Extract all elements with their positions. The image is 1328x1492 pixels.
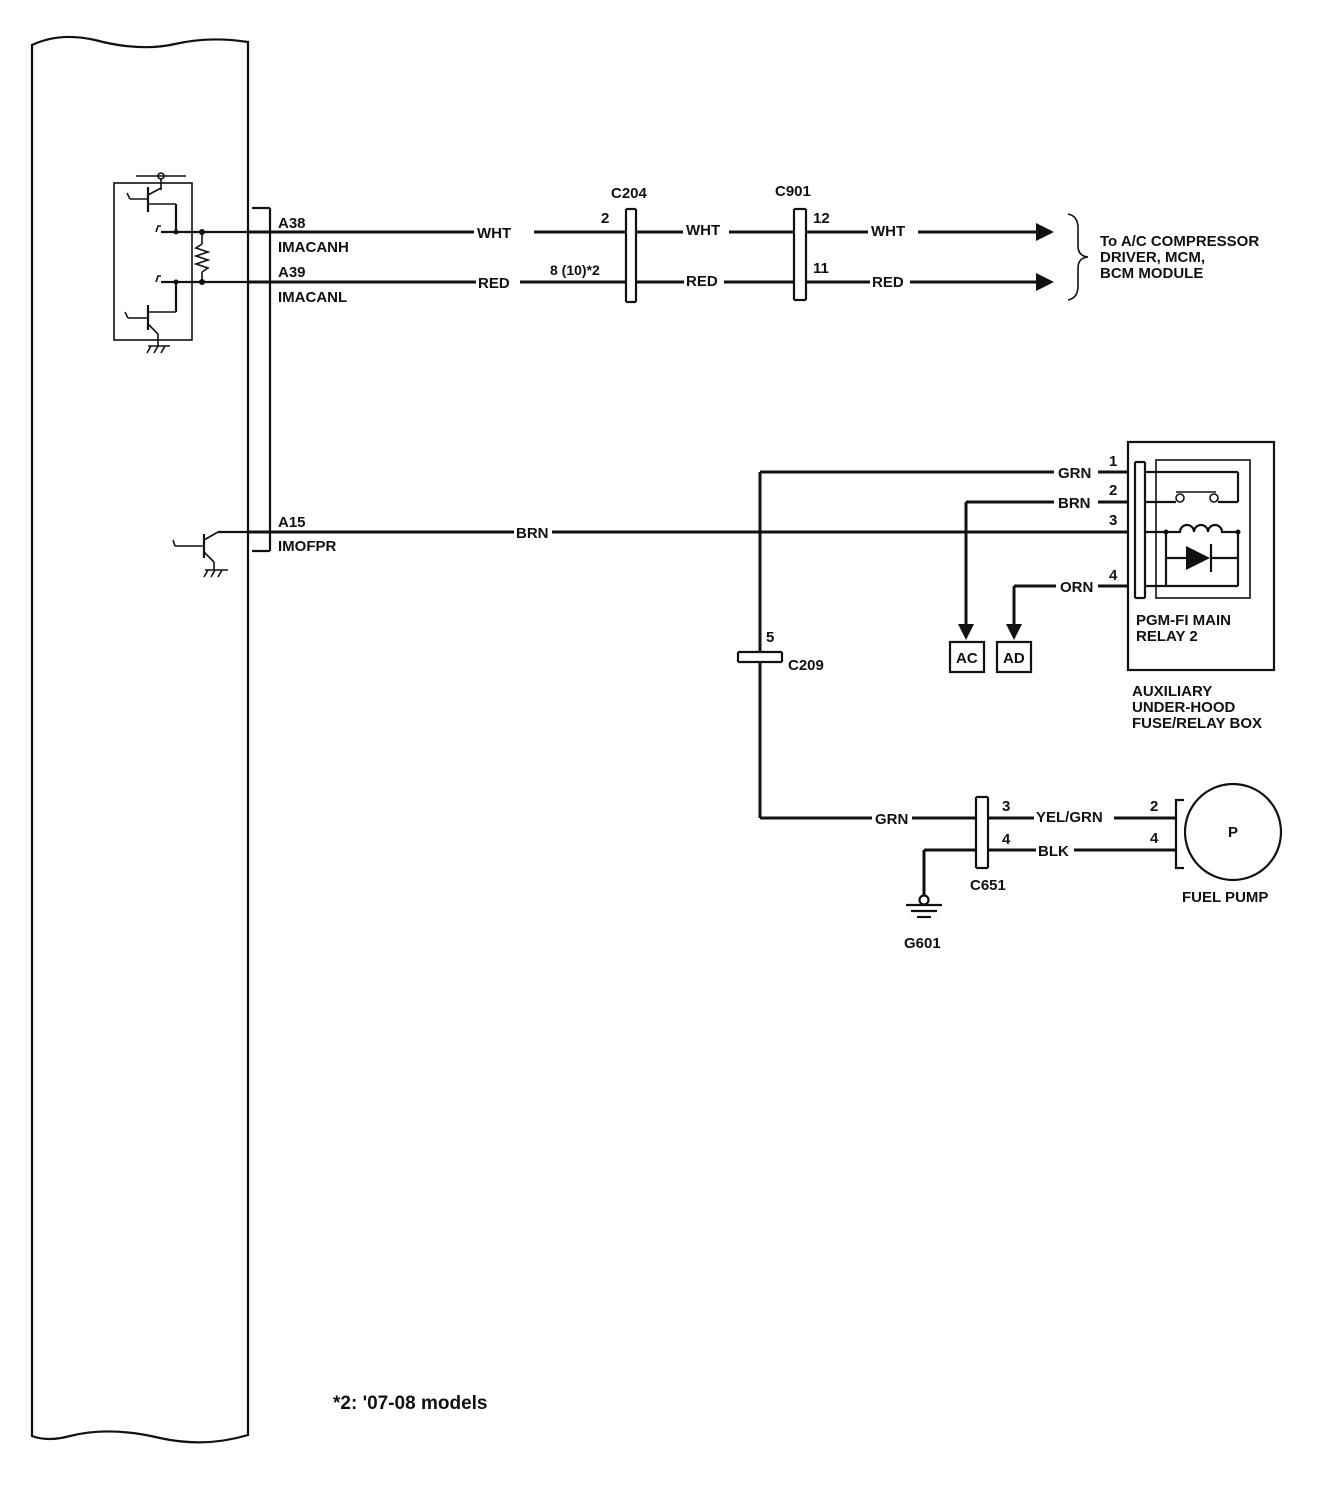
wire-color-label: YEL/GRN	[1036, 809, 1103, 826]
connector-pin-label: 2	[601, 210, 609, 227]
wire-color-label: WHT	[477, 225, 511, 242]
relay-pin-label: 4	[1109, 567, 1118, 584]
destination-line3: BCM MODULE	[1100, 265, 1203, 282]
connector-c204-label: C204	[611, 185, 648, 202]
terminal-ac	[948, 640, 986, 674]
termination-resistor-icon	[193, 232, 211, 282]
relay-pin-label: 3	[1109, 512, 1117, 529]
wire-color-label: BRN	[516, 525, 549, 542]
connector-pin-label: 3	[1002, 798, 1010, 815]
signal-imacanh-label: IMACANH	[278, 239, 349, 256]
terminal-ad-label: AD	[1003, 650, 1025, 667]
relay-switch-icon	[1145, 470, 1240, 504]
relay-name-line1: PGM-FI MAIN	[1136, 612, 1231, 629]
fpr-driver-transistor-icon	[172, 530, 248, 578]
signal-imacanl-label: IMACANL	[278, 289, 347, 306]
wire-color-label: GRN	[1058, 465, 1091, 482]
ground-icon	[906, 894, 942, 919]
wire-can-high	[248, 223, 1054, 241]
relay-diode-icon	[1166, 544, 1238, 572]
wire-color-label: ORN	[1060, 579, 1093, 596]
pin-a39-label: A39	[278, 264, 306, 281]
pin-a15-label: A15	[278, 514, 306, 531]
arrow-right-icon	[1036, 223, 1054, 241]
connector-pin-label: 12	[813, 210, 830, 227]
fuse-box-line2: UNDER-HOOD	[1132, 699, 1235, 716]
ecm-connector-bracket	[252, 206, 272, 553]
connector-pin-label: 8 (10)*2	[550, 262, 600, 278]
pump-pin-label: 2	[1150, 798, 1158, 815]
can-transceiver-box	[113, 172, 248, 354]
wire-relay-to-ad	[1006, 584, 1128, 640]
connector-c901	[792, 207, 808, 302]
arrow-down-icon	[1006, 624, 1022, 640]
fuse-box-line1: AUXILIARY	[1132, 683, 1212, 700]
fuel-pump	[1174, 782, 1283, 882]
wire-color-label: WHT	[871, 223, 905, 240]
connector-c651	[974, 795, 990, 870]
wire-can-low	[248, 273, 1054, 291]
terminal-ac-label: AC	[956, 650, 978, 667]
brace-icon	[1067, 213, 1089, 301]
wire-color-label: GRN	[875, 811, 908, 828]
wire-color-label: WHT	[686, 222, 720, 239]
relay-pin-label: 2	[1109, 482, 1117, 499]
pump-pin-label: 4	[1150, 830, 1159, 847]
connector-c209-label: C209	[788, 657, 824, 674]
pump-symbol-label: P	[1228, 824, 1238, 841]
connector-c204	[624, 207, 638, 304]
connector-pin-label: 5	[766, 629, 774, 646]
fuse-relay-box	[1126, 440, 1276, 672]
wire-relay-to-ac	[958, 500, 1128, 640]
wire-color-label: RED	[686, 273, 718, 290]
relay-name-line2: RELAY 2	[1136, 628, 1198, 645]
destination-line1: To A/C COMPRESSOR	[1100, 233, 1259, 250]
ecm-module	[30, 35, 250, 1444]
pin-a38-label: A38	[278, 215, 306, 232]
connector-c651-label: C651	[970, 877, 1006, 894]
fuel-pump-label: FUEL PUMP	[1182, 889, 1268, 906]
arrow-down-icon	[958, 624, 974, 640]
ground-g601-label: G601	[904, 935, 941, 952]
wire-color-label: RED	[478, 275, 510, 292]
connector-c209	[736, 650, 784, 664]
wire-pump-feed	[758, 470, 1128, 820]
wire-color-label: BLK	[1038, 843, 1069, 860]
connector-pin-label: 11	[813, 260, 829, 277]
connector-pin-label: 4	[1002, 831, 1011, 848]
footnote: *2: '07-08 models	[333, 1393, 487, 1414]
destination-line2: DRIVER, MCM,	[1100, 249, 1205, 266]
relay-pin-label: 1	[1109, 453, 1117, 470]
chassis-ground-icon	[146, 345, 170, 354]
fuse-box-line3: FUSE/RELAY BOX	[1132, 715, 1262, 732]
wire-color-label: BRN	[1058, 495, 1091, 512]
upper-transistor-icon	[126, 187, 178, 232]
arrow-right-icon	[1036, 273, 1054, 291]
wire-pump-ground	[922, 848, 1176, 896]
connector-c901-label: C901	[775, 183, 811, 200]
lower-transistor-icon	[124, 282, 178, 346]
wire-color-label: RED	[872, 274, 904, 291]
terminal-ad	[995, 640, 1033, 674]
signal-imofpr-label: IMOFPR	[278, 538, 336, 555]
